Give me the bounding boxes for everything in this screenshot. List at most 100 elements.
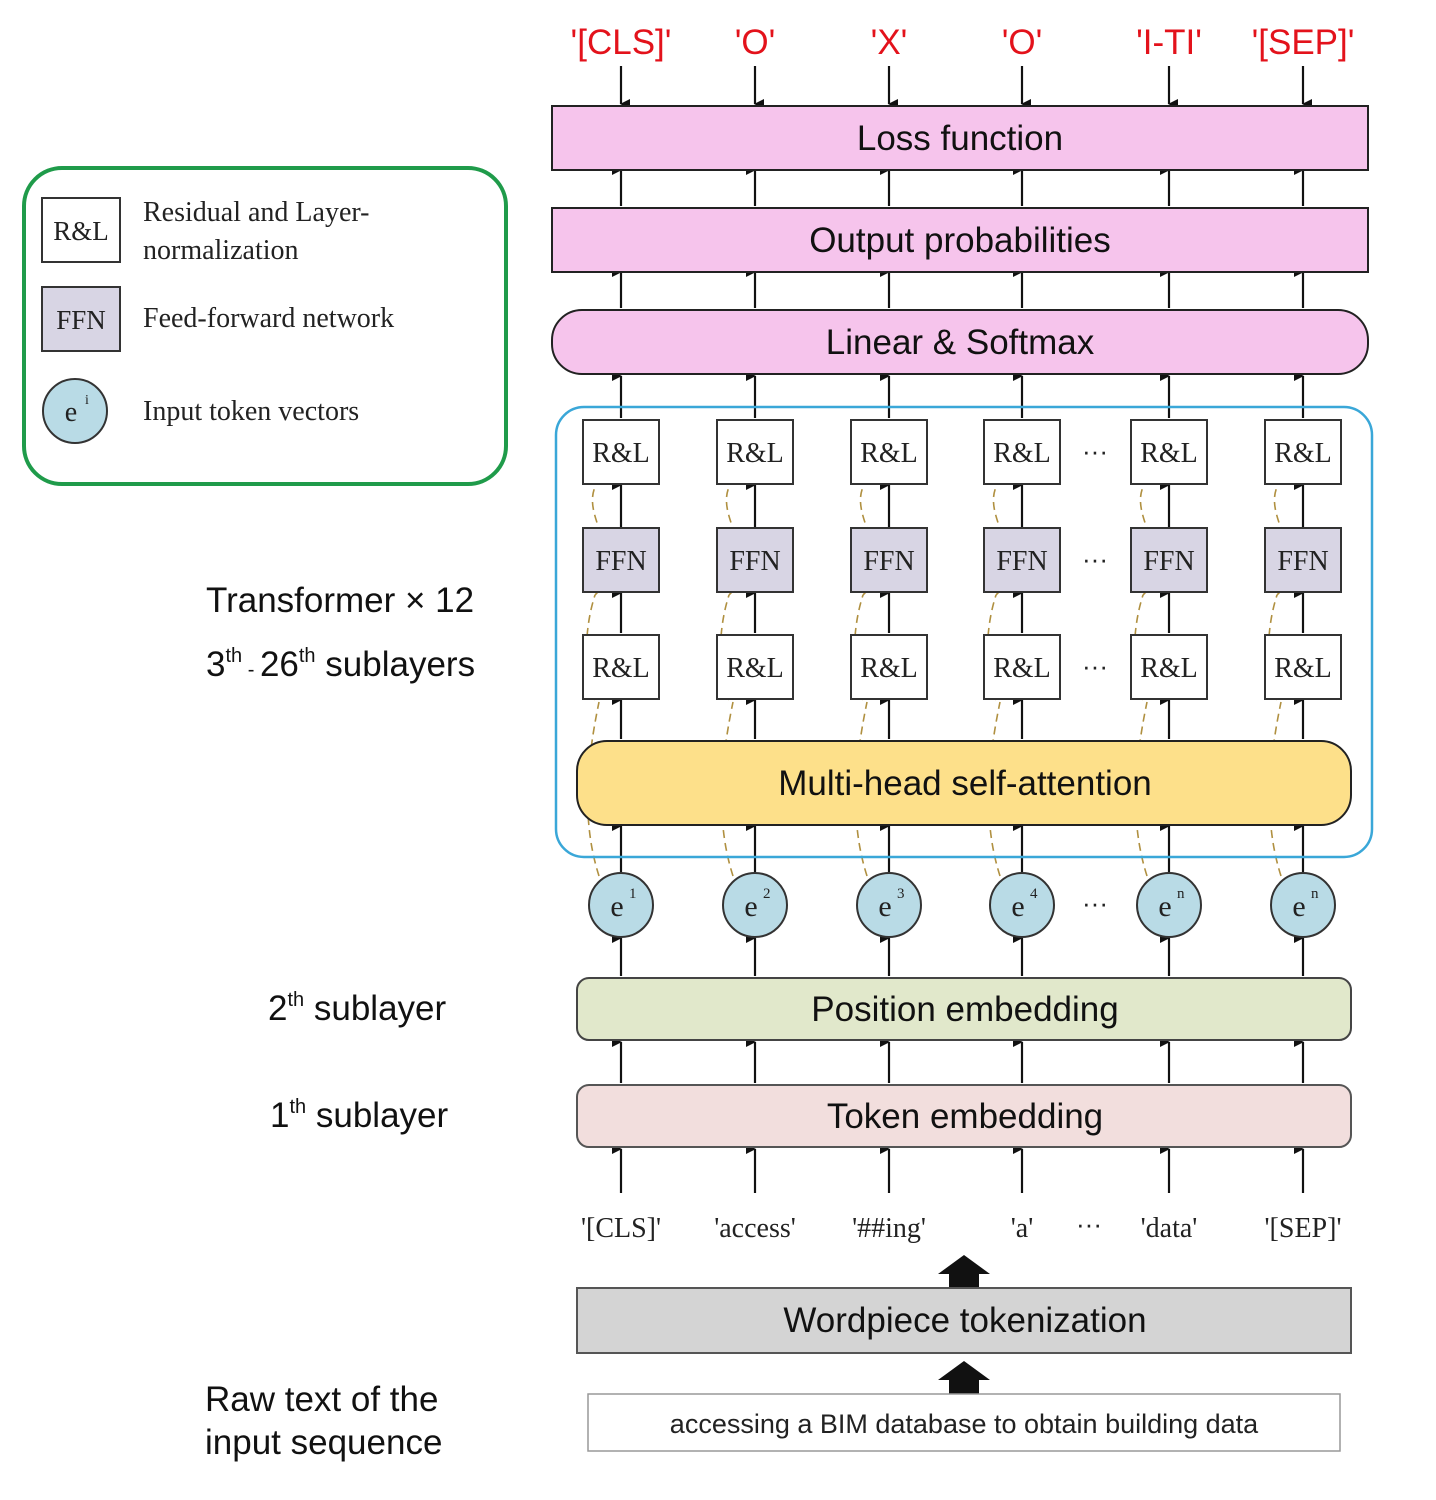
rl-block (1130, 419, 1208, 485)
transformer-block-container (554, 405, 1374, 859)
output-labels: '[CLS]''O''X''O''I-TI''[SEP]' (571, 23, 1355, 62)
sublayers-b: 26 (260, 645, 299, 684)
token-vector-sup: n (1311, 886, 1319, 902)
rl-block (983, 419, 1061, 485)
rl-block (716, 419, 794, 485)
token-vector-base: e (610, 890, 623, 923)
output-label: 'O' (1002, 23, 1043, 62)
ffn-block-label: FFN (595, 546, 646, 577)
token-embedding-box (576, 1084, 1352, 1148)
rl-block (1264, 419, 1342, 485)
rl-block-label: R&L (1274, 653, 1332, 684)
token-vector-circle (989, 872, 1055, 938)
legend-rl-desc-line2: normalization (143, 235, 299, 266)
second-sublayer-label: 2th sublayer (268, 989, 447, 1028)
output-probabilities-label: Output probabilities (809, 221, 1111, 260)
token-vector-base: e (1011, 890, 1024, 923)
rl-block-label: R&L (726, 653, 784, 684)
ellipsis: ··· (1082, 436, 1108, 466)
legend-ffn-symbol-text: FFN (56, 305, 106, 335)
ffn-block (850, 527, 928, 593)
ffn-block-label: FFN (1143, 546, 1194, 577)
legend-e-desc: Input token vectors (143, 396, 359, 427)
rl-block (1130, 634, 1208, 700)
legend-e-symbol-sup: i (85, 393, 89, 408)
second-rest: sublayer (304, 989, 446, 1028)
loss-function-label: Loss function (857, 119, 1063, 158)
raw-text-caption-line2: input sequence (205, 1423, 442, 1462)
token-vector-base: e (878, 890, 891, 923)
rl-block (983, 634, 1061, 700)
rl-block-label: R&L (860, 653, 918, 684)
input-token: '[SEP]' (1265, 1213, 1342, 1244)
token-vector-sup: 4 (1030, 886, 1038, 902)
token-embedding-label: Token embedding (827, 1097, 1103, 1136)
rl-block-label: R&L (860, 438, 918, 469)
multi-head-self-attention-label: Multi-head self-attention (778, 764, 1152, 803)
ffn-block (582, 527, 660, 593)
legend-rl-symbol-text: R&L (53, 216, 109, 246)
input-token: '##ing' (852, 1213, 926, 1244)
wordpiece-tokenization-label: Wordpiece tokenization (783, 1301, 1146, 1340)
rl-block-label: R&L (592, 438, 650, 469)
sublayers-3-26-label: 3th - 26th sublayers (206, 645, 475, 684)
rl-block (582, 419, 660, 485)
rl-block (582, 634, 660, 700)
rl-block (850, 634, 928, 700)
second-num: 2 (268, 989, 287, 1028)
token-vector-circle (588, 872, 654, 938)
linear-softmax-label: Linear & Softmax (826, 323, 1095, 362)
output-probabilities-box (551, 207, 1369, 273)
legend-e-symbol (42, 378, 108, 444)
input-token: '[CLS]' (581, 1213, 661, 1244)
raw-text-box (587, 1393, 1341, 1452)
ellipsis: ··· (1082, 544, 1108, 574)
ellipsis: ··· (1082, 651, 1108, 681)
arrows-layer (612, 66, 1312, 1193)
legend-ffn-desc: Feed-forward network (143, 303, 394, 334)
sublayers-a-sup: th (225, 645, 242, 667)
output-label: '[CLS]' (571, 23, 672, 62)
token-vector-circle (1136, 872, 1202, 938)
input-token: 'data' (1141, 1213, 1198, 1244)
raw-text-input-arrow (938, 1361, 990, 1394)
rl-block-label: R&L (993, 438, 1051, 469)
multi-head-self-attention-box (576, 740, 1352, 826)
input-token: 'a' (1011, 1213, 1034, 1244)
output-label: 'X' (871, 23, 908, 62)
sublayers-mid: - (242, 659, 260, 681)
token-vector-sup: n (1177, 886, 1185, 902)
position-embedding-box (576, 977, 1352, 1041)
token-vector-sup: 1 (629, 886, 637, 902)
output-label: '[SEP]' (1252, 23, 1355, 62)
first-num: 1 (270, 1096, 289, 1135)
ellipsis: ··· (1076, 1209, 1102, 1239)
token-vector-base: e (1292, 890, 1305, 923)
ffn-block-label: FFN (1277, 546, 1328, 577)
wordpiece-output-arrow (938, 1255, 990, 1288)
legend-rl-desc-line1: Residual and Layer- (143, 197, 369, 228)
ffn-block-label: FFN (729, 546, 780, 577)
wordpiece-tokenization-box (576, 1287, 1352, 1354)
position-embedding-label: Position embedding (811, 990, 1118, 1029)
rl-block-label: R&L (993, 653, 1051, 684)
ffn-block-label: FFN (996, 546, 1047, 577)
rl-block-label: R&L (726, 438, 784, 469)
token-vector-base: e (1158, 890, 1171, 923)
raw-text-label: accessing a BIM database to obtain build… (670, 1409, 1259, 1439)
ffn-block (1130, 527, 1208, 593)
rl-block (1264, 634, 1342, 700)
token-vector-base: e (744, 890, 757, 923)
input-tokens: '[CLS]' 'access' '##ing' 'a' 'data' '[SEP]' ··… (581, 1209, 1342, 1244)
input-token: 'access' (714, 1213, 796, 1244)
rl-block-label: R&L (1140, 653, 1198, 684)
sublayers-a: 3 (206, 645, 225, 684)
legend: R&L Residual and Layer- normalization FF… (22, 166, 508, 486)
first-sup: th (289, 1096, 306, 1118)
ffn-block-label: FFN (863, 546, 914, 577)
loss-function-box (551, 105, 1369, 171)
token-vector-sup: 2 (763, 886, 771, 902)
